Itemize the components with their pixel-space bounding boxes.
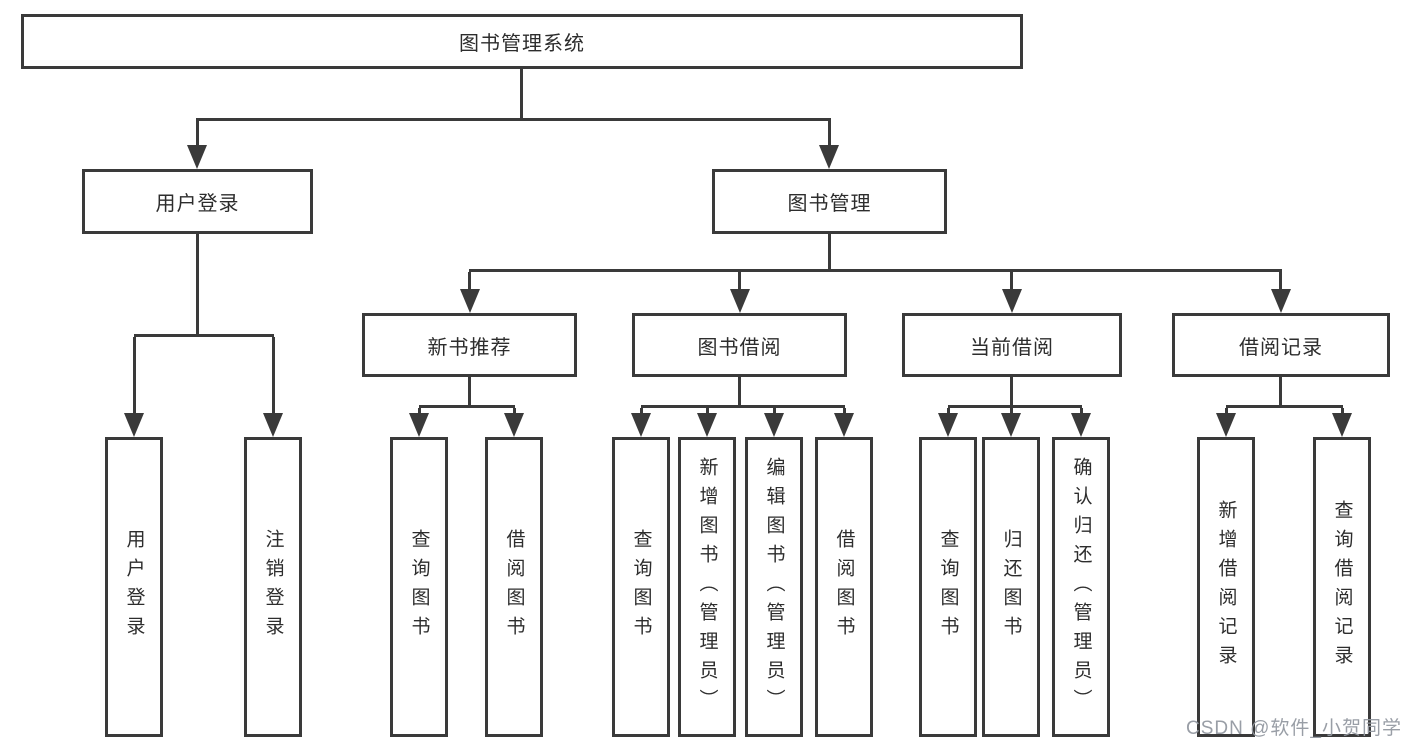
connector-recommend-rail	[419, 405, 515, 408]
connector-stub-borrow-add	[706, 408, 709, 416]
connector-stub-current-return	[1010, 408, 1013, 416]
connector-stub-current-confirm	[1080, 408, 1083, 416]
arrowhead-user-login	[187, 145, 207, 169]
arrowhead-borrow-add	[697, 413, 717, 437]
connector-root-rail	[196, 118, 831, 121]
arrowhead-borrow-records	[1271, 289, 1291, 313]
node-borrow-records: 借阅记录	[1172, 313, 1390, 377]
node-current-borrow: 当前借阅	[902, 313, 1122, 377]
connector-stub-borrow-borrow	[843, 408, 846, 416]
connector-borrow-rail	[641, 405, 845, 408]
connector-records-drop	[1279, 377, 1282, 408]
leaf-logout: 注销登录	[244, 437, 302, 737]
arrowhead-book-borrow	[730, 289, 750, 313]
leaf-records-add-borrow-record: 新增借阅记录	[1197, 437, 1255, 737]
leaf-user-login: 用户登录	[105, 437, 163, 737]
connector-stub-leaf-login	[133, 337, 136, 415]
arrowhead-new-book-recommend	[460, 289, 480, 313]
arrowhead-records-query	[1332, 413, 1352, 437]
connector-stub-borrow-records	[1279, 272, 1282, 291]
connector-recommend-drop	[468, 377, 471, 408]
connector-current-rail	[948, 405, 1082, 408]
connector-current-drop	[1010, 377, 1013, 408]
arrowhead-recommend-borrow	[504, 413, 524, 437]
arrowhead-current-confirm	[1071, 413, 1091, 437]
connector-records-rail	[1226, 405, 1343, 408]
connector-user-login-rail	[134, 334, 274, 337]
arrowhead-borrow-borrow	[834, 413, 854, 437]
connector-root-drop	[520, 69, 523, 120]
leaf-borrow-query-books: 查询图书	[612, 437, 670, 737]
connector-stub-records-add	[1225, 408, 1228, 416]
leaf-recommend-query-books: 查询图书	[390, 437, 448, 737]
connector-stub-user-login	[196, 120, 199, 147]
node-book-borrow: 图书借阅	[632, 313, 847, 377]
connector-stub-records-query	[1341, 408, 1344, 416]
leaf-current-confirm-return-admin: 确认归还（管理员）	[1052, 437, 1110, 737]
arrowhead-current-borrow	[1002, 289, 1022, 313]
node-book-management: 图书管理	[712, 169, 947, 234]
leaf-borrow-add-book-admin: 新增图书（管理员）	[678, 437, 736, 737]
node-root-library-management-system: 图书管理系统	[21, 14, 1023, 69]
connector-user-login-drop	[196, 234, 199, 337]
connector-book-management-rail	[469, 269, 1282, 272]
arrowhead-leaf-logout	[263, 413, 283, 437]
connector-stub-borrow-edit	[773, 408, 776, 416]
connector-stub-borrow-query	[640, 408, 643, 416]
connector-book-management-drop	[828, 234, 831, 272]
arrowhead-recommend-query	[409, 413, 429, 437]
leaf-current-return-books: 归还图书	[982, 437, 1040, 737]
connector-stub-current-query	[947, 408, 950, 416]
connector-stub-recommend-query	[418, 408, 421, 416]
csdn-watermark: CSDN @软件_小贺同学	[1186, 718, 1402, 739]
connector-stub-current-borrow	[1010, 272, 1013, 291]
connector-stub-book-management	[828, 120, 831, 147]
node-user-login: 用户登录	[82, 169, 313, 234]
arrowhead-borrow-edit	[764, 413, 784, 437]
leaf-recommend-borrow-books: 借阅图书	[485, 437, 543, 737]
connector-stub-book-borrow	[738, 272, 741, 291]
connector-stub-new-book-recommend	[468, 272, 471, 291]
arrowhead-current-return	[1001, 413, 1021, 437]
arrowhead-borrow-query	[631, 413, 651, 437]
arrowhead-leaf-login	[124, 413, 144, 437]
leaf-borrow-borrow-books: 借阅图书	[815, 437, 873, 737]
connector-stub-leaf-logout	[272, 337, 275, 415]
leaf-current-query-books: 查询图书	[919, 437, 977, 737]
leaf-borrow-edit-book-admin: 编辑图书（管理员）	[745, 437, 803, 737]
arrowhead-book-management	[819, 145, 839, 169]
arrowhead-records-add	[1216, 413, 1236, 437]
connector-stub-recommend-borrow	[513, 408, 516, 416]
arrowhead-current-query	[938, 413, 958, 437]
connector-borrow-drop	[738, 377, 741, 408]
leaf-records-query-borrow-record: 查询借阅记录	[1313, 437, 1371, 737]
node-new-book-recommend: 新书推荐	[362, 313, 577, 377]
